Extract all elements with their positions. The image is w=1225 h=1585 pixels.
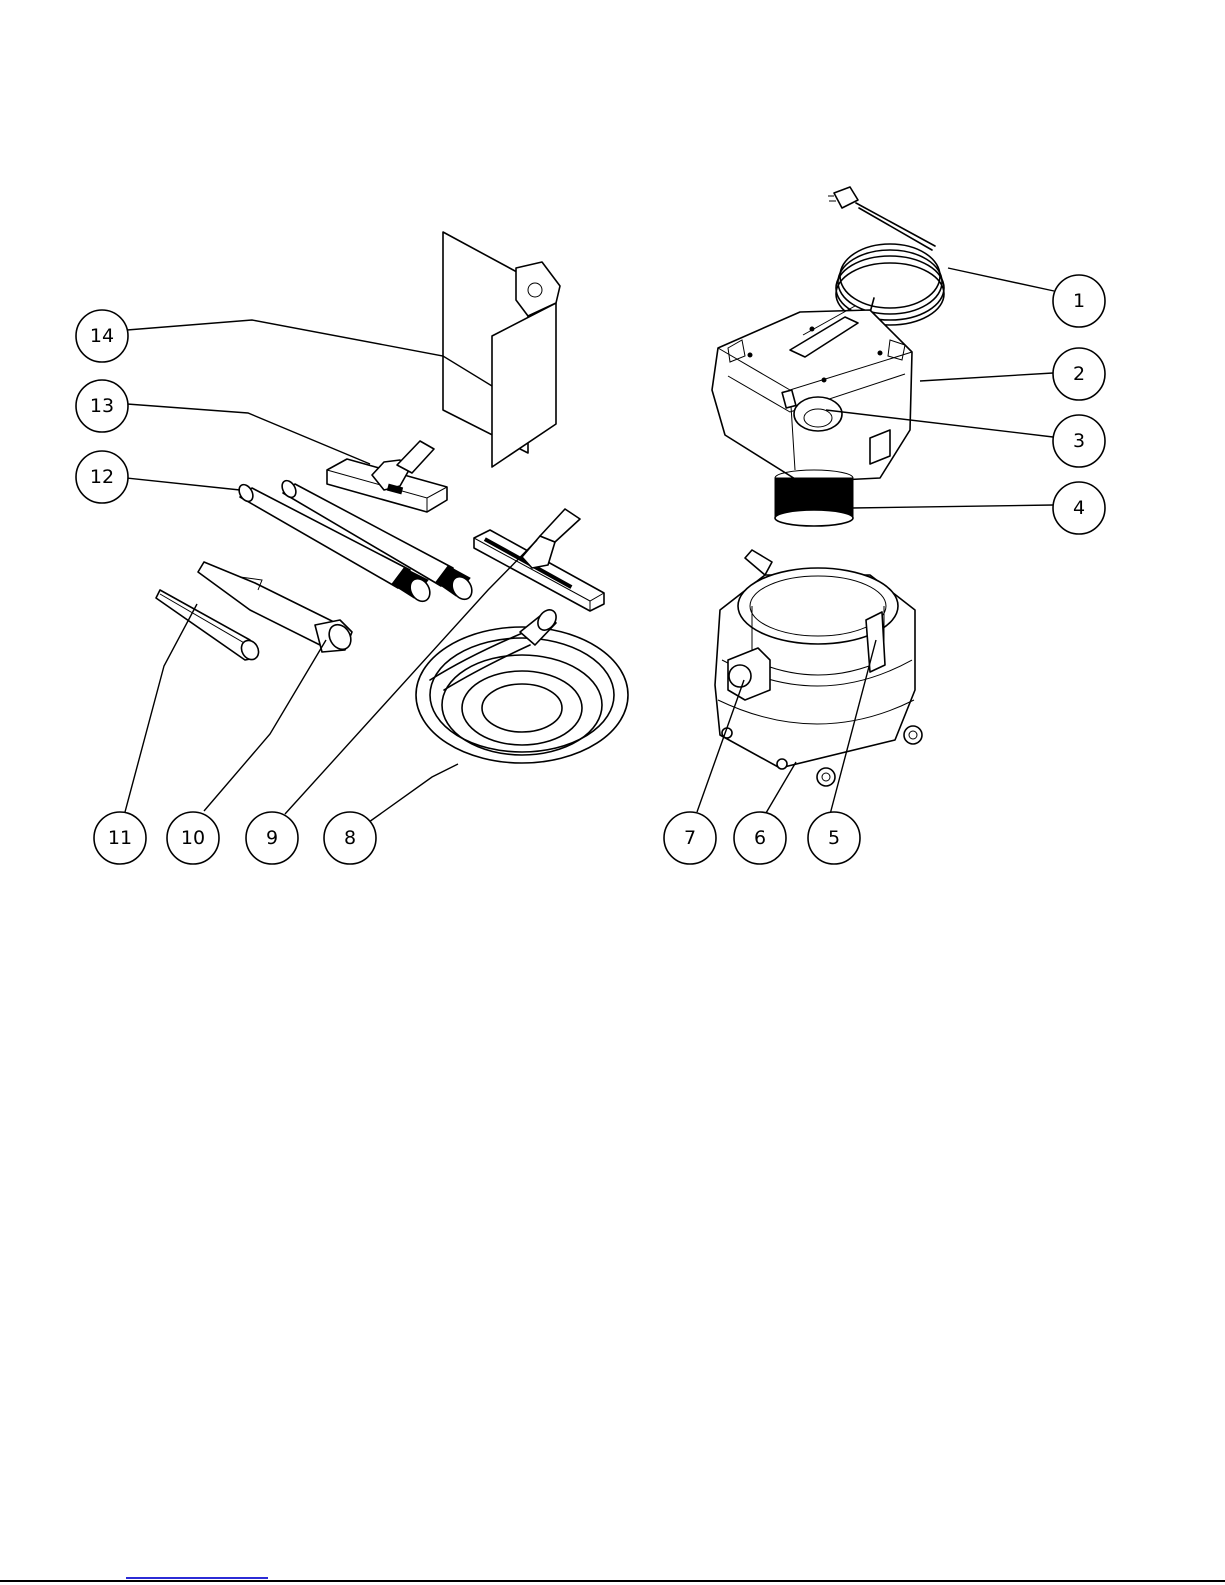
motor-head-drawing	[712, 306, 912, 482]
coiled-hose-drawing	[416, 606, 628, 763]
svg-text:13: 13	[90, 395, 114, 417]
svg-text:6: 6	[754, 827, 766, 849]
tank-base-drawing	[715, 550, 922, 786]
svg-text:2: 2	[1073, 363, 1085, 385]
svg-text:8: 8	[344, 827, 356, 849]
svg-text:9: 9	[266, 827, 278, 849]
callout-5: 5	[808, 812, 860, 864]
squeegee-tool-drawing	[474, 509, 604, 611]
callout-12: 12	[76, 451, 128, 503]
callout-11: 11	[94, 812, 146, 864]
svg-text:3: 3	[1073, 430, 1085, 452]
callout-13: 13	[76, 380, 128, 432]
power-cord-drawing	[828, 187, 944, 325]
svg-text:4: 4	[1073, 497, 1085, 519]
callout-8: 8	[324, 812, 376, 864]
callout-4: 4	[1053, 482, 1105, 534]
callout-14: 14	[76, 310, 128, 362]
callout-10: 10	[167, 812, 219, 864]
callout-6: 6	[734, 812, 786, 864]
footer-rule	[0, 1580, 1225, 1582]
callout-3: 3	[1053, 415, 1105, 467]
svg-text:11: 11	[108, 827, 132, 849]
floor-nozzle-drawing	[327, 441, 447, 512]
svg-text:14: 14	[90, 325, 114, 347]
callout-9: 9	[246, 812, 298, 864]
svg-text:12: 12	[90, 466, 114, 488]
svg-text:7: 7	[684, 827, 696, 849]
callout-1: 1	[1053, 275, 1105, 327]
svg-text:1: 1	[1073, 290, 1085, 312]
svg-text:5: 5	[828, 827, 840, 849]
cartridge-filter-drawing	[775, 470, 853, 526]
footer-link-underline[interactable]	[126, 1577, 268, 1579]
callout-2: 2	[1053, 348, 1105, 400]
filter-bag-drawing	[443, 232, 560, 467]
svg-text:10: 10	[181, 827, 205, 849]
callout-7: 7	[664, 812, 716, 864]
